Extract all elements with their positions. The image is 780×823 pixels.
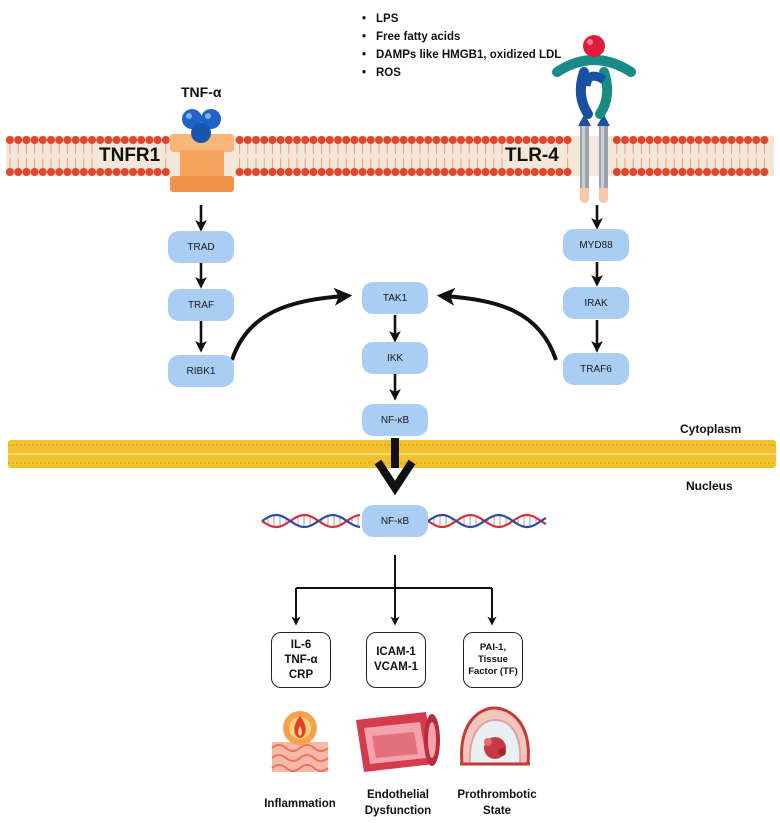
dna-helix-icon <box>261 513 547 529</box>
output-line: ICAM-1 <box>376 646 416 658</box>
output-box-inflammatory-markers: IL-6 TNF-α CRP <box>271 632 331 688</box>
node-irak: IRAK <box>563 287 629 319</box>
tlr4-label: TLR-4 <box>503 144 561 168</box>
caption-line: Prothrombotic <box>457 789 537 801</box>
caption-line: Endothelial <box>367 789 429 801</box>
caption-line: Dysfunction <box>364 805 432 817</box>
node-ikk: IKK <box>362 342 428 374</box>
cytoplasm-label: Cytoplasm <box>680 422 742 436</box>
caption-line: State <box>482 805 512 817</box>
tnfr1-receptor-icon <box>170 134 234 192</box>
tak1-convergence-arrows <box>230 287 558 361</box>
endothelial-dysfunction-icon <box>356 712 440 772</box>
caption-prothrombotic-state: Prothrombotic State <box>442 787 552 819</box>
prothrombotic-icon <box>460 706 530 766</box>
ligand-item: ROS <box>362 64 561 82</box>
output-line: VCAM-1 <box>373 661 419 673</box>
output-box-adhesion-molecules: ICAM-1 VCAM-1 <box>366 632 426 688</box>
tlr4-receptor-icon <box>552 55 636 203</box>
tnf-alpha-ligand-icon <box>182 109 221 143</box>
nuclear-translocation-arrow <box>374 438 416 496</box>
output-branch-arrows <box>291 555 497 626</box>
nucleus-label: Nucleus <box>686 479 733 493</box>
tnf-alpha-label: TNF-α <box>181 84 222 100</box>
node-nfkb-nucleus: NF-κB <box>362 505 428 537</box>
caption-endothelial-dysfunction: Endothelial Dysfunction <box>343 787 453 819</box>
output-box-prothrombotic-factors: PAI-1, Tissue Factor (TF) <box>463 632 523 688</box>
output-line: PAI-1, <box>479 642 507 653</box>
ligand-item: LPS <box>362 10 561 28</box>
output-line: TNF-α <box>284 653 318 666</box>
node-myd88: MYD88 <box>563 229 629 261</box>
tnfr1-label: TNFR1 <box>97 144 163 168</box>
node-traf: TRAF <box>168 289 234 321</box>
inflammation-icon <box>271 711 329 772</box>
output-line: Tissue <box>478 654 508 665</box>
ligand-item: Free fatty acids <box>362 28 561 46</box>
node-tak1: TAK1 <box>362 282 428 314</box>
node-nfkb-cytoplasm: NF-κB <box>362 404 428 436</box>
caption-line: Inflammation <box>264 798 336 810</box>
ligand-list: LPS Free fatty acids DAMPs like HMGB1, o… <box>362 10 561 82</box>
output-line: IL-6 <box>290 638 312 651</box>
node-trad: TRAD <box>168 231 234 263</box>
lps-ligand-icon <box>583 35 605 57</box>
pathway-arrows <box>195 205 603 401</box>
output-line: Factor (TF) <box>468 666 518 677</box>
ligand-item: DAMPs like HMGB1, oxidized LDL <box>362 46 561 64</box>
node-traf6: TRAF6 <box>563 353 629 385</box>
plasma-membrane <box>6 136 774 176</box>
output-line: CRP <box>288 668 314 681</box>
node-ribk1: RIBK1 <box>168 355 234 387</box>
caption-inflammation: Inflammation <box>245 796 355 812</box>
